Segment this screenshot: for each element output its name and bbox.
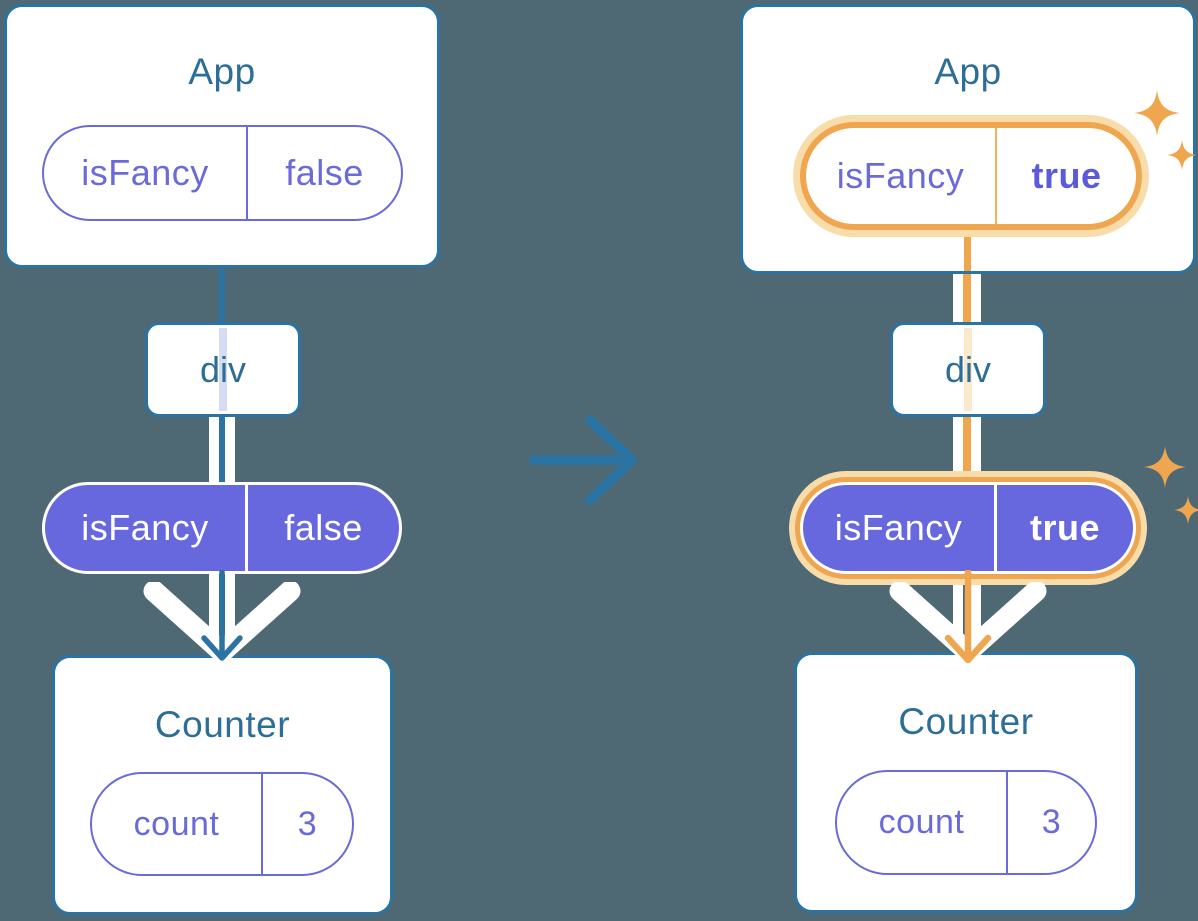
after-counter-prop-name: count <box>837 772 1008 873</box>
before-edge-div-pill <box>219 414 225 484</box>
after-app-prop-value: true <box>1031 155 1102 196</box>
before-app-prop-name: isFancy <box>44 127 248 219</box>
before-prop-flow-right-line-2 <box>225 572 235 638</box>
after-edge-app-div <box>963 272 971 324</box>
before-forwarded-prop-name: isFancy <box>45 485 248 571</box>
before-forwarded-prop-value: false <box>284 507 363 548</box>
before-counter-prop-name: count <box>92 774 263 874</box>
after-edge-pill-stub <box>964 226 971 271</box>
before-div-box: div <box>145 322 301 417</box>
after-app-prop-name: isFancy <box>806 128 997 224</box>
after-forwarded-prop-pill: isFancy true <box>800 482 1136 574</box>
after-prop-flow-right-line-2 <box>971 414 981 484</box>
after-app-prop-pill: isFancy true <box>800 122 1142 230</box>
before-prop-flow-left-line <box>209 414 219 484</box>
before-prop-flow-left-line-2 <box>209 572 219 638</box>
after-forwarded-prop-name: isFancy <box>803 485 997 571</box>
after-app-title: App <box>934 51 1002 92</box>
after-prop-flow-right-line <box>971 272 981 324</box>
after-div-box: div <box>890 322 1046 417</box>
arrow-down-icon <box>944 570 992 664</box>
after-prop-flow-left-line-3 <box>953 572 963 638</box>
before-div-pass-stripe <box>219 328 227 411</box>
after-prop-flow-left-line <box>953 272 963 324</box>
after-edge-div-pill <box>963 414 971 484</box>
arrow-right-icon <box>529 415 637 505</box>
before-app-prop-value: false <box>285 152 364 193</box>
before-forwarded-prop-pill: isFancy false <box>42 482 402 574</box>
after-counter-title: Counter <box>898 701 1034 742</box>
before-div-label: div <box>199 348 247 390</box>
after-forwarded-prop-value: true <box>1029 507 1100 548</box>
after-counter-prop-value: 3 <box>1041 803 1062 841</box>
arrow-down-icon <box>201 570 243 661</box>
sparkle-icon <box>1144 446 1198 525</box>
after-prop-flow-left-line-2 <box>953 414 963 484</box>
before-edge-app-div <box>219 266 225 324</box>
before-counter-title: Counter <box>154 704 291 745</box>
after-prop-flow-right-line-3 <box>971 572 981 638</box>
before-counter-prop-value: 3 <box>297 804 318 843</box>
after-counter-prop-pill: count 3 <box>835 770 1097 875</box>
before-counter-prop-pill: count 3 <box>90 772 354 876</box>
before-prop-flow-right-line <box>225 414 235 484</box>
before-app-title: App <box>188 51 256 92</box>
sparkle-icon <box>1134 90 1197 170</box>
after-div-label: div <box>944 348 992 390</box>
before-app-prop-pill: isFancy false <box>42 125 403 221</box>
after-div-pass-stripe <box>964 328 972 411</box>
